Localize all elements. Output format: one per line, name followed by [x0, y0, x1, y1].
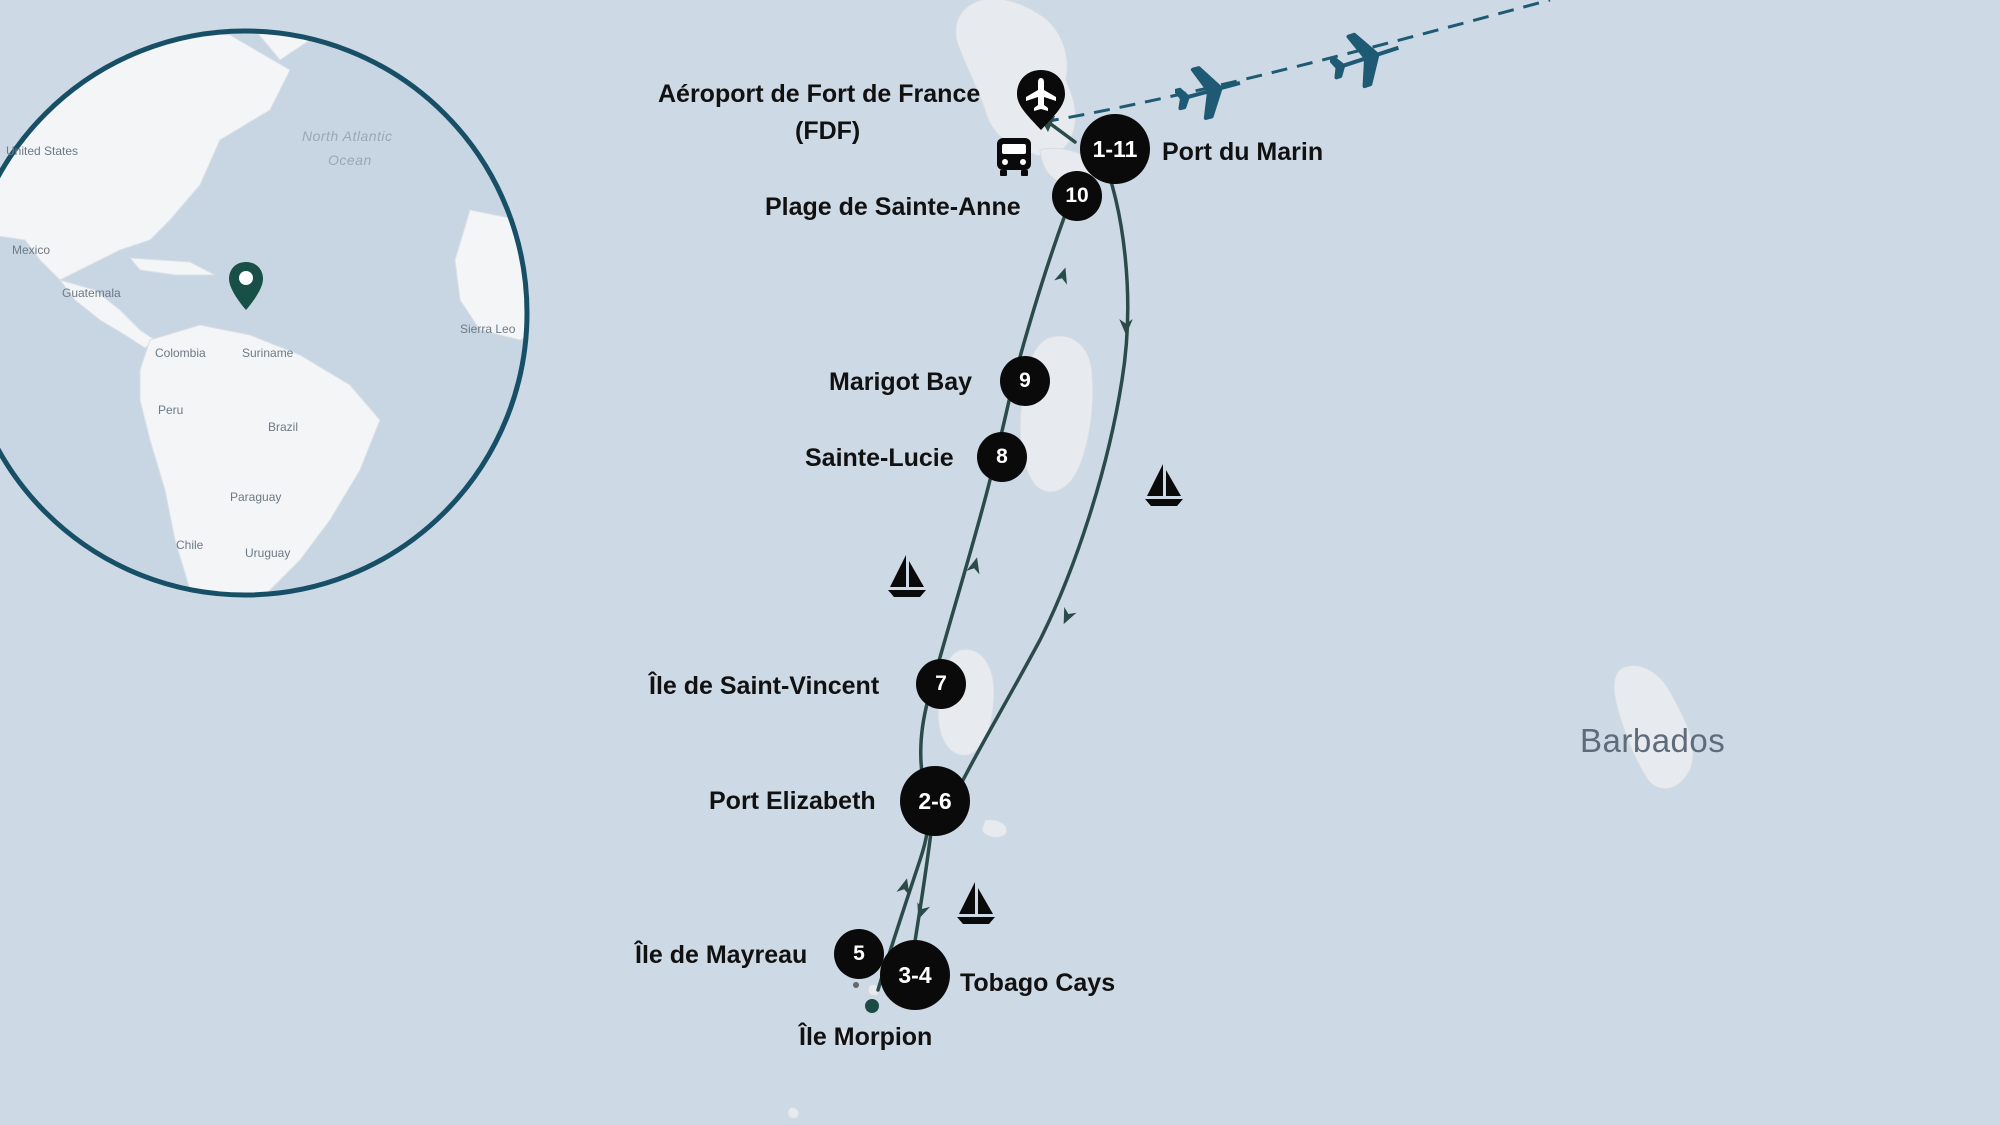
- inset-label-paraguay: Paraguay: [230, 490, 282, 504]
- label-airport-code: (FDF): [795, 117, 861, 145]
- route-start-dot: [865, 999, 879, 1013]
- label-sainte-lucie: Sainte-Lucie: [805, 444, 954, 472]
- inset-label-colombia: Colombia: [155, 346, 206, 360]
- island-grenadines-5: [787, 1107, 800, 1119]
- label-morpion: Île Morpion: [799, 1023, 933, 1051]
- map-dot: [853, 982, 859, 988]
- inset-label-uruguay: Uruguay: [245, 546, 291, 560]
- stop-marker-tobago[interactable]: 3-4: [880, 940, 950, 1010]
- island-barbados: [1613, 665, 1694, 790]
- inset-label-brazil: Brazil: [268, 420, 299, 434]
- inset-ocean-line1: North Atlantic: [302, 128, 393, 144]
- island-grenadines-3: [867, 984, 880, 996]
- bus-icon: [997, 138, 1031, 176]
- inset-south-america: [139, 324, 381, 595]
- inset-africa: [454, 209, 527, 341]
- label-marigot-bay: Marigot Bay: [829, 368, 973, 396]
- island-grenadines-1: [981, 819, 1008, 838]
- stop-marker-marigot[interactable]: 9: [1000, 356, 1050, 406]
- inset-globe: [0, 28, 530, 598]
- sailboat-icon: [957, 882, 995, 924]
- airplane-icon: [1175, 66, 1241, 120]
- inset-label-peru: Peru: [158, 403, 184, 417]
- label-mayreau: Île de Mayreau: [635, 941, 808, 969]
- inset-cuba: [128, 257, 216, 276]
- label-port-du-marin: Port du Marin: [1162, 138, 1324, 166]
- airplane-icon: [1330, 32, 1400, 89]
- label-barbados: Barbados: [1580, 722, 1726, 759]
- stop-marker-sainte-lucie[interactable]: 8: [977, 432, 1027, 482]
- label-sainte-anne: Plage de Sainte-Anne: [765, 193, 1021, 221]
- sailboat-icon: [1145, 464, 1183, 506]
- stop-marker-mayreau[interactable]: 5: [834, 929, 884, 979]
- island-grenadines-4: [836, 1029, 851, 1045]
- inset-label-suriname: Suriname: [242, 346, 294, 360]
- sailboat-icon: [888, 555, 926, 597]
- label-airport: Aéroport de Fort de France: [658, 80, 981, 108]
- stop-marker-elizabeth[interactable]: 2-6: [900, 766, 970, 836]
- inset-label-sierra-leone: Sierra Leo: [460, 322, 516, 336]
- location-pin-icon: [229, 262, 263, 310]
- airplane-icon: [1017, 70, 1065, 130]
- label-port-elizabeth: Port Elizabeth: [709, 787, 876, 815]
- inset-label-guatemala: Guatemala: [62, 286, 121, 300]
- label-tobago-cays: Tobago Cays: [960, 969, 1116, 997]
- label-saint-vincent: Île de Saint-Vincent: [649, 672, 880, 700]
- stop-marker-sainte-anne[interactable]: 10: [1052, 171, 1102, 221]
- flight-route: [1042, 0, 1551, 124]
- stop-marker-marin[interactable]: 1-11: [1080, 114, 1150, 184]
- inset-label-chile: Chile: [176, 538, 204, 552]
- inset-label-mexico: Mexico: [12, 243, 51, 257]
- inset-label-united-states: United States: [6, 144, 79, 158]
- inset-ocean-line2: Ocean: [328, 152, 372, 168]
- stop-marker-saint-vincent[interactable]: 7: [916, 659, 966, 709]
